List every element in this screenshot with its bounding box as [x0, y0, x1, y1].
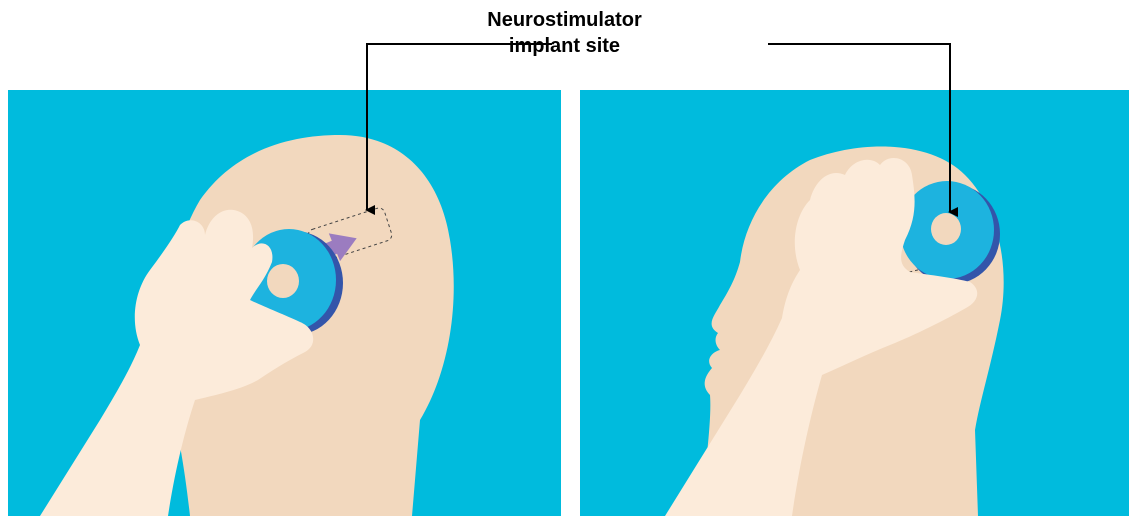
left-panel: [8, 90, 561, 516]
right-panel: [580, 90, 1129, 516]
